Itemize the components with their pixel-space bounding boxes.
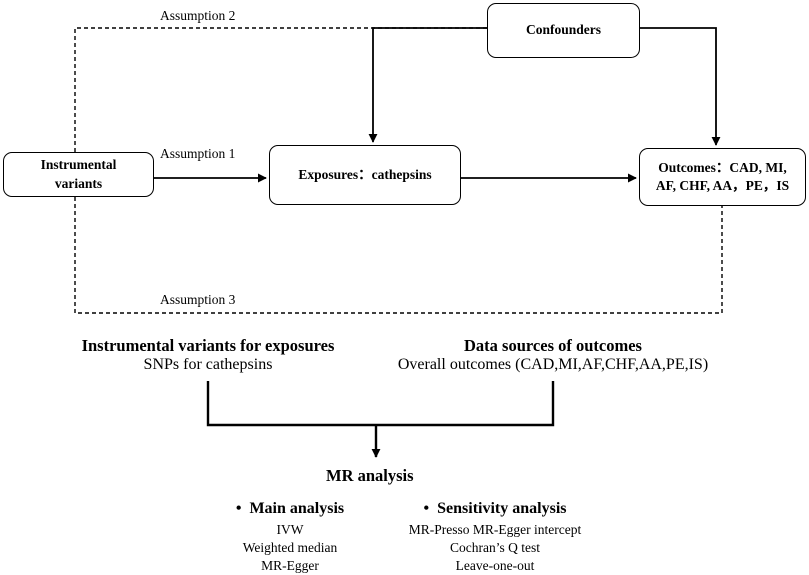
main-analysis-bullet: • bbox=[235, 500, 242, 517]
sensitivity-analysis-column: • Sensitivity analysis MR-Presso MR-Egger… bbox=[380, 500, 610, 575]
instrumental-sources-subtitle: SNPs for cathepsins bbox=[143, 356, 273, 373]
sensitivity-analysis-item: Leave-one-out bbox=[455, 558, 535, 573]
sensitivity-analysis-item: Cochran’s Q test bbox=[450, 540, 540, 555]
main-analysis-item: MR-Egger bbox=[261, 558, 319, 573]
mr-analysis-title: MR analysis bbox=[326, 466, 414, 485]
main-analysis-title: Main analysis bbox=[249, 500, 345, 517]
confounders-label: Confounders bbox=[525, 22, 601, 38]
main-analysis-column: • Main analysis IVW Weighted median MR-Eg… bbox=[210, 500, 370, 575]
instrumental-label-line-1: Instrumental bbox=[40, 157, 117, 173]
assumption-3-label: Assumption 3 bbox=[160, 292, 236, 307]
outcome-sources-title: Data sources of outcomes bbox=[464, 336, 642, 355]
sensitivity-analysis-title: Sensitivity analysis bbox=[437, 500, 567, 517]
outcomes-label-line-2: AF, CHF, AA，PE，IS bbox=[655, 178, 790, 193]
assumption-2-dashed-line bbox=[74, 27, 487, 152]
outcome-sources-subtitle: Overall outcomes (CAD,MI,AF,CHF,AA,PE,IS… bbox=[397, 356, 709, 373]
outcomes-node: Outcomes：CAD, MI, AF, CHF, AA，PE，IS bbox=[639, 148, 806, 206]
confounders-to-exposures-arrow bbox=[368, 27, 487, 143]
main-analysis-heading: • Main analysis bbox=[210, 500, 370, 518]
assumption-1-label: Assumption 1 bbox=[160, 146, 236, 161]
exposures-node: Exposures：cathepsins bbox=[269, 145, 461, 205]
assumption-2-label: Assumption 2 bbox=[160, 8, 236, 23]
confounders-node: Confounders bbox=[487, 3, 640, 58]
instrumental-label-line-2: variants bbox=[54, 175, 103, 191]
instrumental-sources-title: Instrumental variants for exposures bbox=[81, 336, 335, 355]
exposures-label: Exposures：cathepsins bbox=[298, 166, 432, 182]
instrumental-variants-node: Instrumental variants bbox=[3, 152, 154, 197]
main-analysis-item: Weighted median bbox=[242, 540, 338, 555]
sensitivity-analysis-item: MR-Presso MR-Egger intercept bbox=[408, 522, 582, 537]
outcomes-label-line-1: Outcomes：CAD, MI, bbox=[658, 159, 787, 175]
main-analysis-item: IVW bbox=[276, 522, 304, 537]
sources-merge-bracket bbox=[206, 381, 555, 427]
confounders-to-outcomes-arrow bbox=[640, 27, 721, 146]
sensitivity-analysis-heading: • Sensitivity analysis bbox=[380, 500, 610, 518]
sensitivity-analysis-bullet: • bbox=[423, 500, 430, 517]
assumption-3-dashed-line bbox=[74, 197, 723, 314]
